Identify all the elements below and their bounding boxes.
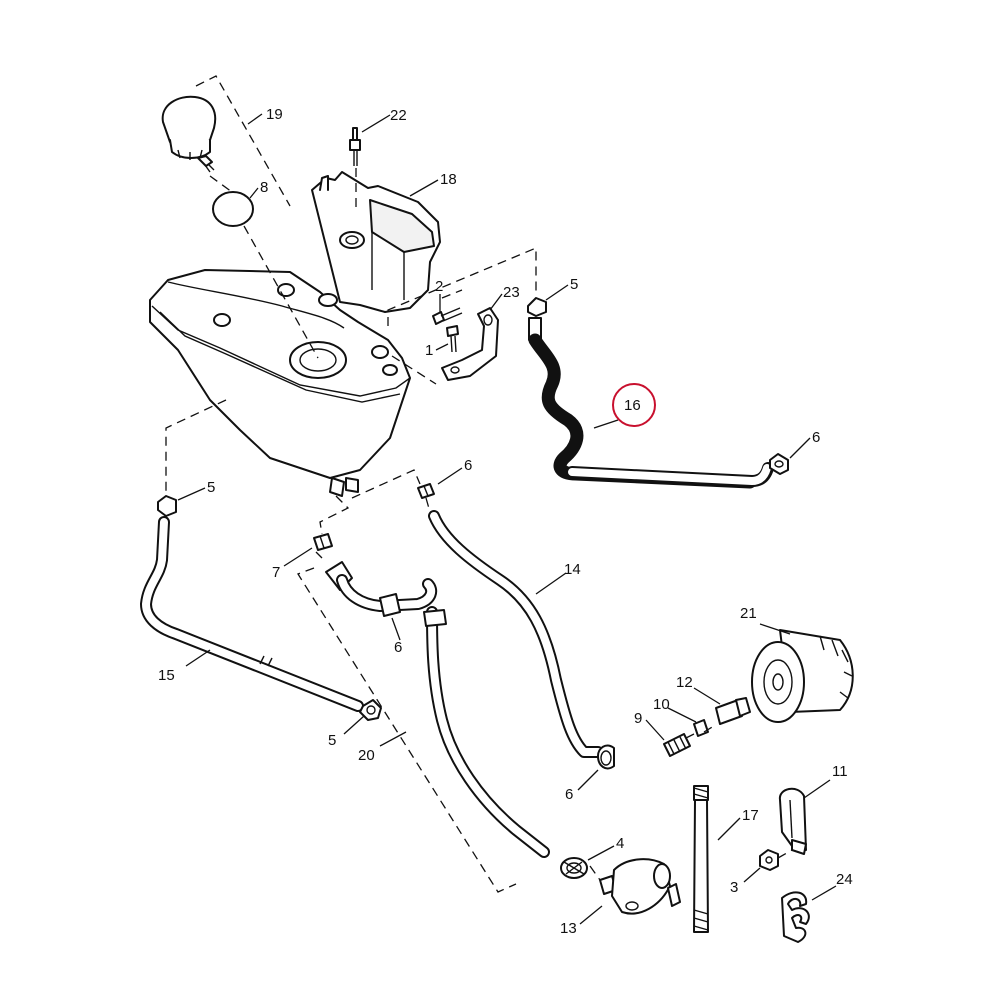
part-1-bolt[interactable] [446, 325, 459, 353]
part-23-bracket[interactable] [441, 307, 499, 381]
part-21-oil-filter[interactable] [751, 629, 854, 723]
callout-6-hose: 6 [394, 639, 402, 656]
callout-22: 22 [390, 107, 407, 124]
part-22-bolt[interactable] [349, 127, 361, 166]
dashed-leader-lines [165, 75, 793, 893]
callout-15: 15 [158, 667, 175, 684]
callout-labels: 19 8 22 18 2 1 23 5 16 6 5 6 7 14 15 6 5… [158, 106, 853, 937]
part-17-stud[interactable] [693, 785, 709, 933]
part-18-oil-tank[interactable] [149, 171, 441, 497]
callout-20: 20 [358, 747, 375, 764]
part-16-return-hose[interactable] [528, 317, 774, 489]
callout-16: 16 [624, 397, 641, 414]
callout-24: 24 [836, 871, 853, 888]
callout-leaders [177, 113, 837, 925]
part-13-fitting-bracket[interactable] [599, 858, 681, 915]
part-19-filler-cap[interactable] [161, 95, 217, 173]
callout-9: 9 [634, 710, 642, 727]
callout-2: 2 [435, 278, 443, 295]
callout-6-right: 6 [812, 429, 820, 446]
part-15-hose[interactable] [140, 516, 382, 721]
highlight-ring-16 [612, 383, 656, 427]
callout-18: 18 [440, 171, 457, 188]
callout-5-lower: 5 [328, 732, 336, 749]
callout-23: 23 [503, 284, 520, 301]
callout-8: 8 [260, 179, 268, 196]
part-3-nut[interactable] [759, 849, 779, 871]
part-7-fitting[interactable] [313, 533, 333, 551]
callout-6-middle: 6 [464, 457, 472, 474]
callout-3: 3 [730, 879, 738, 896]
part-12-nipple[interactable] [715, 697, 751, 725]
part-4-clamp[interactable] [560, 857, 588, 879]
callout-1: 1 [425, 342, 433, 359]
part-5-clamp-left[interactable] [157, 495, 177, 517]
callout-21: 21 [740, 605, 757, 622]
callout-17: 17 [742, 807, 759, 824]
part-24-clip[interactable] [781, 891, 810, 943]
part-20-hose-assembly[interactable] [325, 561, 550, 858]
callout-7: 7 [272, 564, 280, 581]
part-11-clip[interactable] [778, 787, 807, 855]
callout-14: 14 [564, 561, 581, 578]
part-6-clamp-right[interactable] [769, 453, 789, 475]
part-14-hose[interactable] [428, 510, 604, 758]
callout-11: 11 [832, 763, 848, 780]
callout-19: 19 [266, 106, 283, 123]
callout-5-left: 5 [207, 479, 215, 496]
part-2-bolt[interactable] [432, 307, 463, 325]
part-6-clamp-lower[interactable] [597, 744, 615, 770]
callout-10: 10 [653, 696, 670, 713]
callout-12: 12 [676, 674, 693, 691]
part-6-fitting-middle[interactable] [417, 483, 435, 499]
callout-6-lower: 6 [565, 786, 573, 803]
callout-5-upper: 5 [570, 276, 578, 293]
callout-13: 13 [560, 920, 577, 937]
part-10-valve[interactable] [693, 719, 709, 737]
part-5-clamp-upper[interactable] [527, 297, 547, 317]
callout-4: 4 [616, 835, 624, 852]
part-9-spring[interactable] [663, 733, 691, 757]
part-8-o-ring[interactable] [212, 191, 254, 227]
